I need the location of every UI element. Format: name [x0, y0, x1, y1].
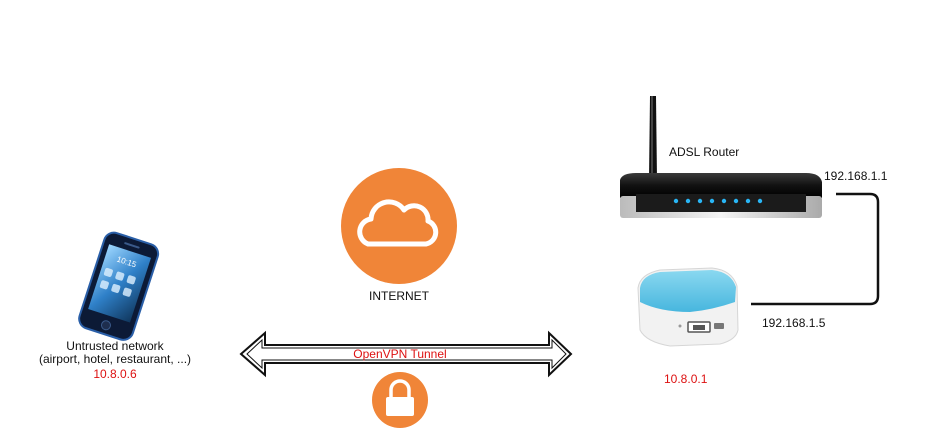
untrusted-network-label: Untrusted network: [66, 339, 164, 353]
untrusted-network-examples: (airport, hotel, restaurant, ...): [38, 352, 192, 366]
travel-router-icon: [637, 267, 739, 347]
router-led-row-icon: [673, 198, 763, 204]
adsl-router-icon: [620, 96, 822, 218]
router-ip-label: 192.168.1.1: [824, 169, 888, 183]
travel-router-vpn-ip-label: 10.8.0.1: [664, 372, 708, 386]
internet-cloud-icon: [341, 168, 457, 284]
lock-icon: [372, 372, 428, 428]
smartphone-icon: 10:15: [78, 231, 160, 341]
openvpn-tunnel-label: OpenVPN Tunnel: [353, 347, 447, 361]
travel-router-lan-ip-label: 192.168.1.5: [762, 316, 826, 330]
ethernet-cable-line: [751, 192, 880, 306]
phone-vpn-ip-label: 10.8.0.6: [93, 367, 137, 381]
internet-label: INTERNET: [369, 289, 429, 303]
vpn-tunnel-arrow: [239, 330, 573, 378]
adsl-router-label: ADSL Router: [669, 145, 740, 159]
